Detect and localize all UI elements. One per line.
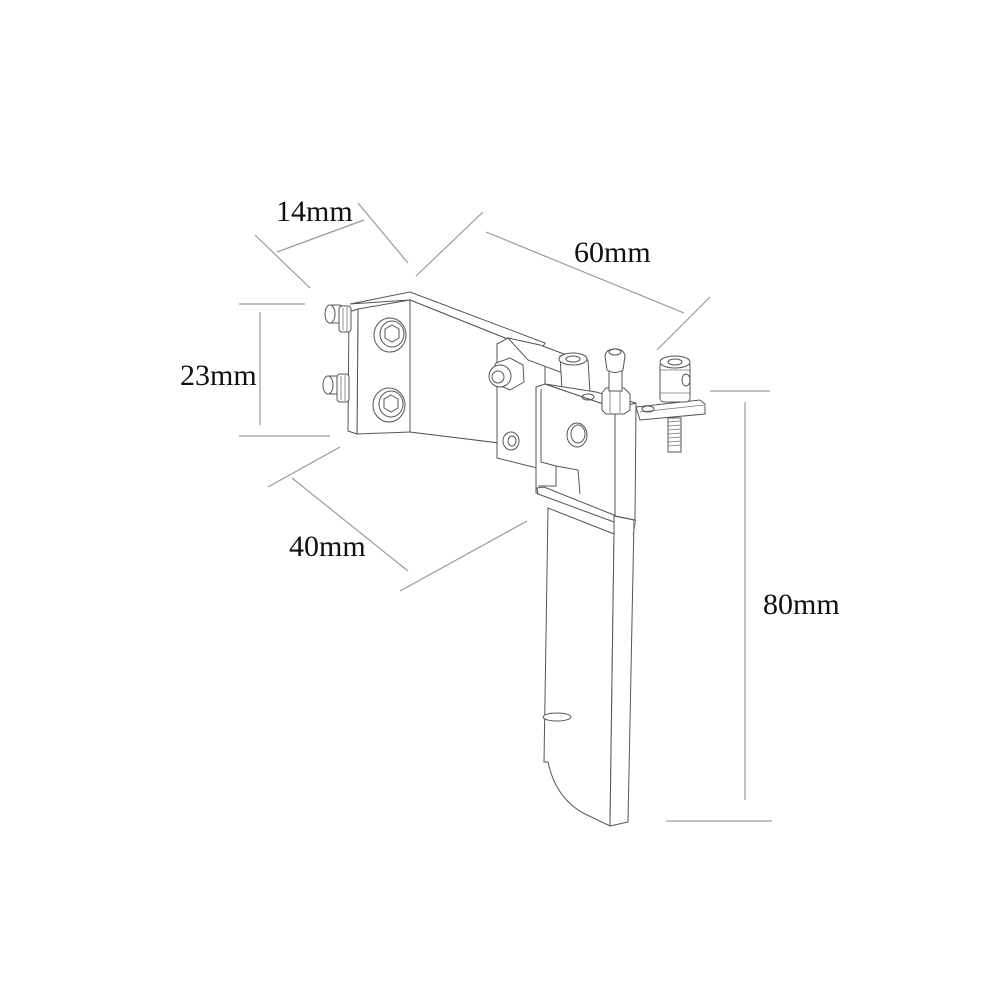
hex-socket-screws <box>372 317 407 423</box>
mounting-bolt-top <box>324 304 352 333</box>
threaded-screw <box>667 417 682 453</box>
hex-socket-screw-bottom <box>372 387 406 423</box>
hex-socket-screw-top <box>373 317 407 353</box>
dimension-label-23mm: 23mm <box>180 359 257 392</box>
dimension-label-60mm: 60mm <box>574 236 651 269</box>
dimension-40mm: 40mm <box>267 446 528 592</box>
dimension-23mm: 23mm <box>180 303 330 437</box>
rudder-head-block <box>535 383 637 521</box>
dimension-label-80mm: 80mm <box>763 588 840 621</box>
dimension-label-14mm: 14mm <box>276 195 353 228</box>
dimension-60mm: 60mm <box>415 211 711 351</box>
dimension-80mm: 80mm <box>666 390 840 822</box>
dimension-label-40mm: 40mm <box>289 530 366 563</box>
water-pickup-nipple <box>601 348 631 415</box>
mounting-bolt-bottom <box>322 373 350 403</box>
pushrod-connector <box>659 355 691 453</box>
hinge-block <box>488 337 591 471</box>
dimension-14mm: 14mm <box>254 195 409 289</box>
tiller-arm <box>635 399 706 421</box>
rudder-blade <box>536 486 637 827</box>
mounting-bolts <box>322 304 352 403</box>
